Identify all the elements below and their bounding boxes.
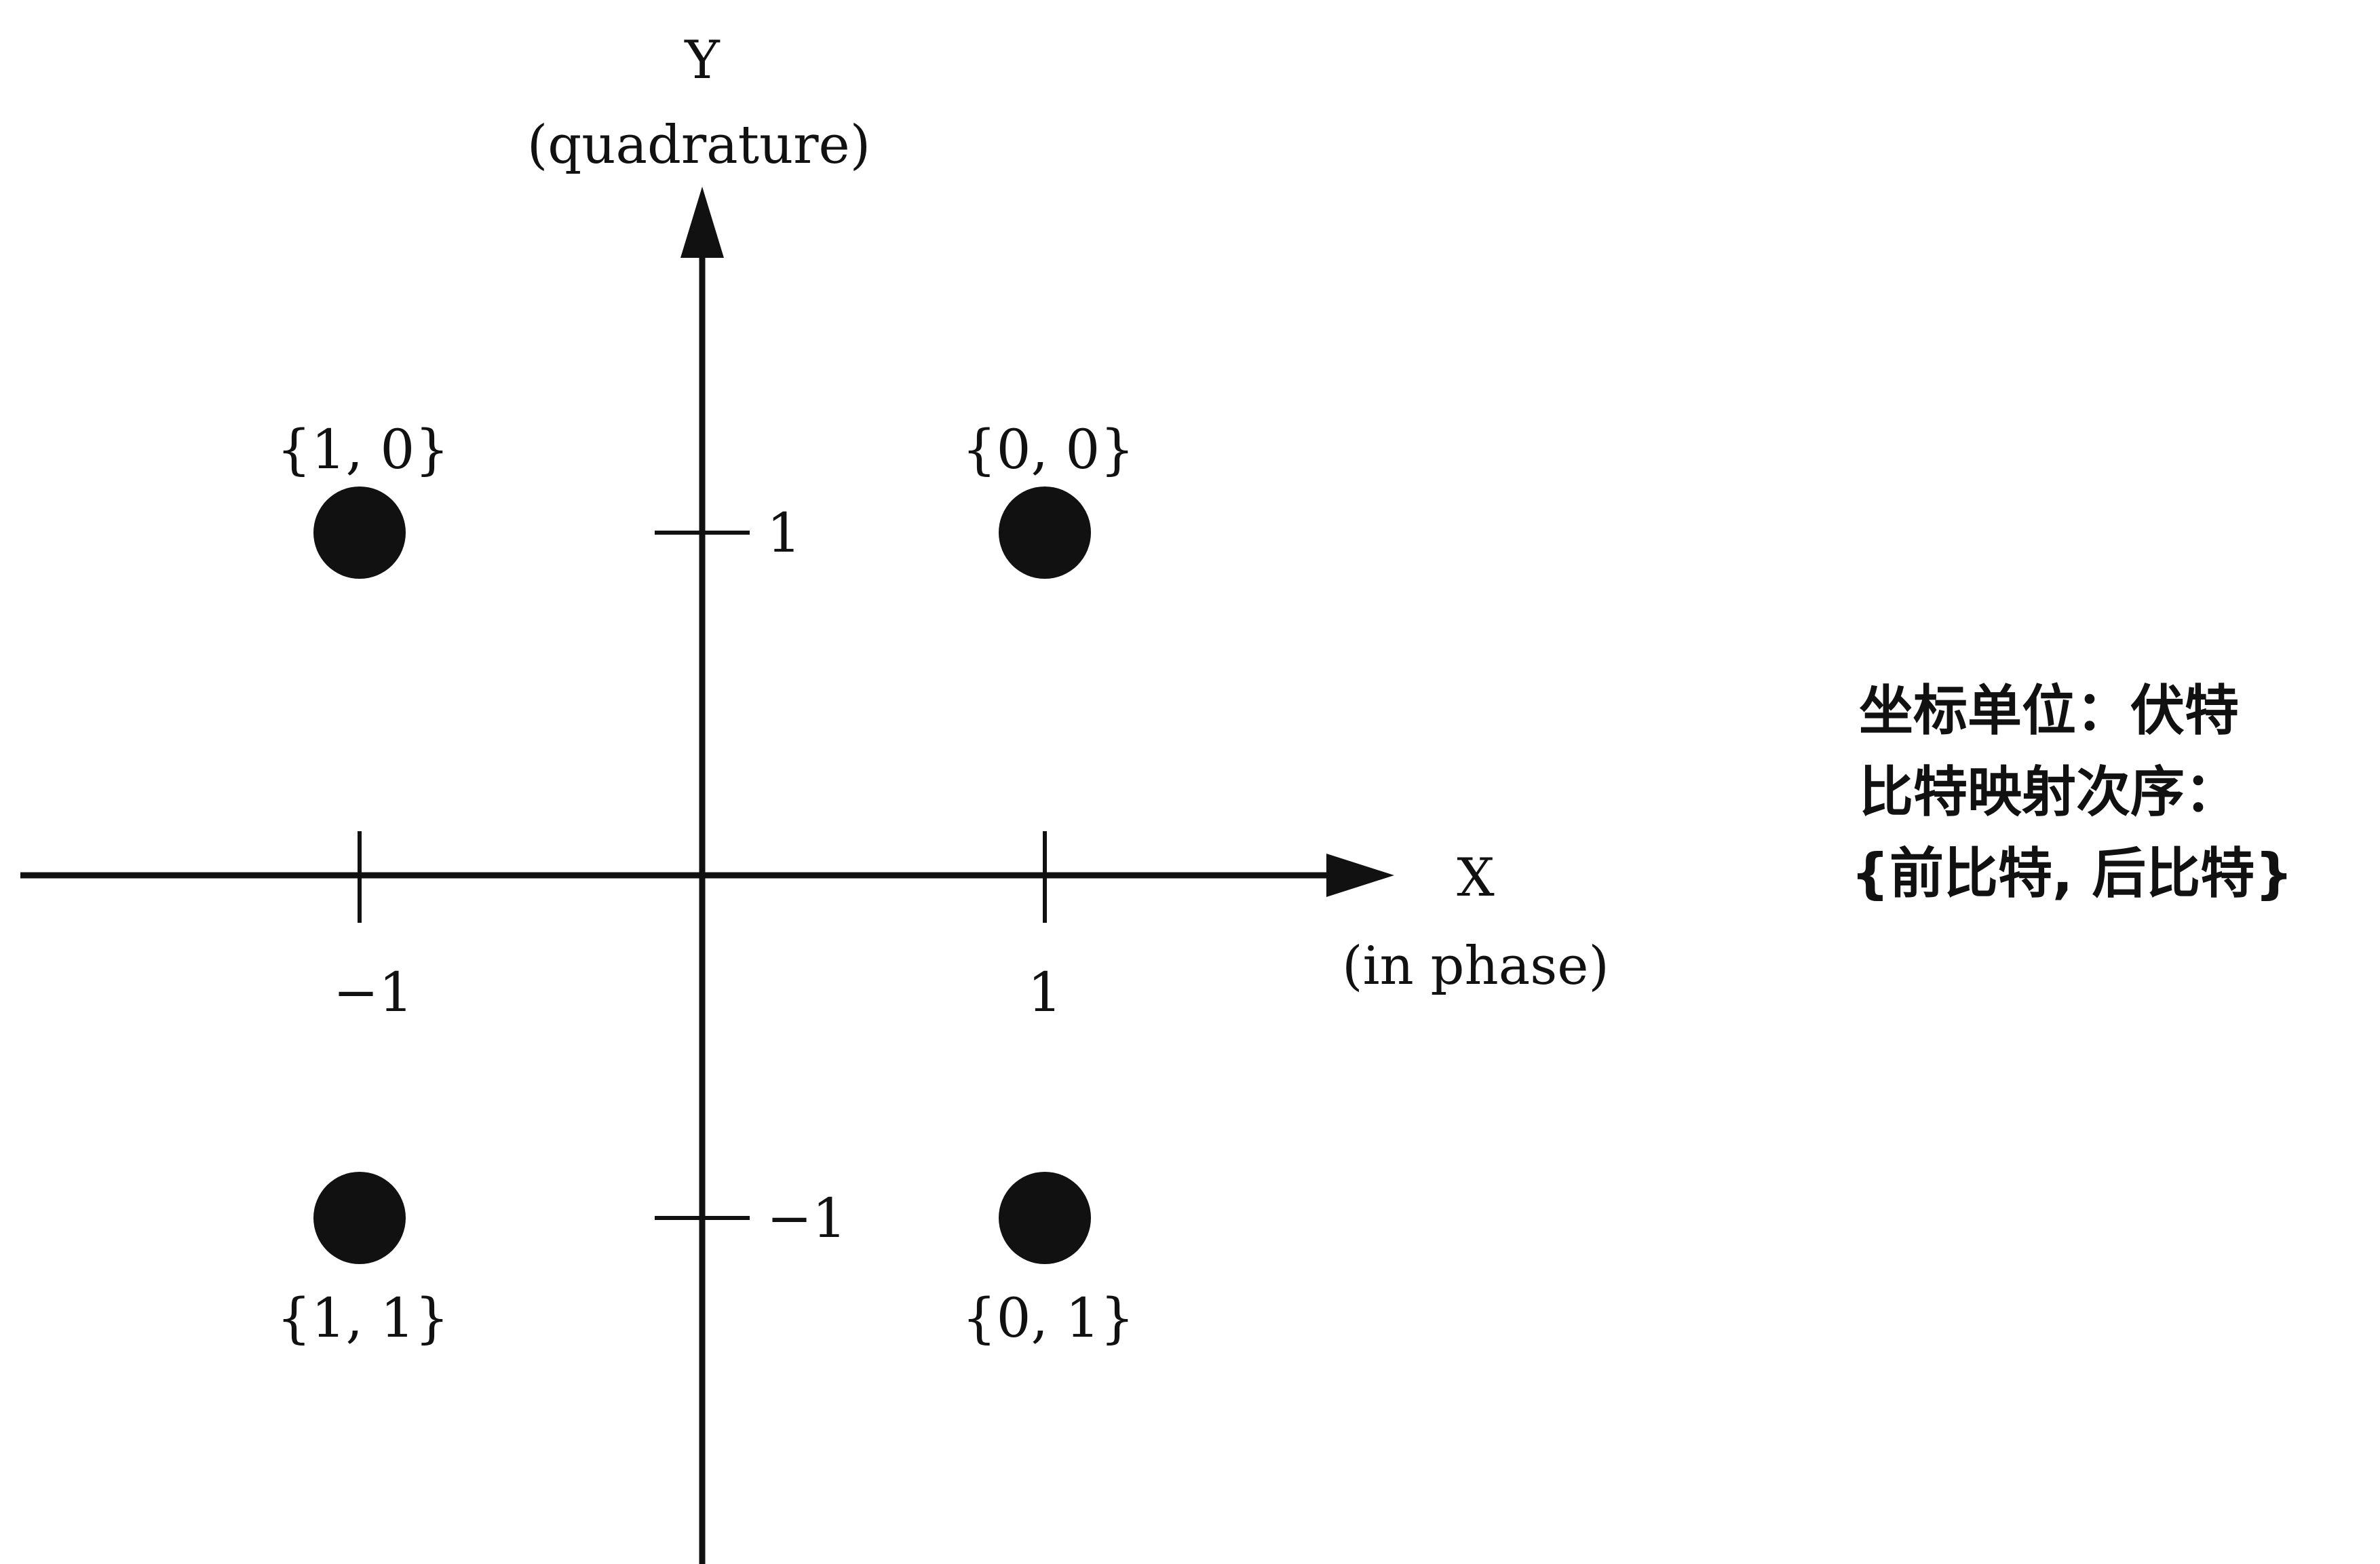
y-tick-label: 1 [767, 501, 801, 565]
bit-order-note: 比特映射次序： [1859, 761, 2239, 824]
bit-order-value: {前比特, 后比特} [1851, 842, 2293, 905]
y-axis-caption: (quadrature) [527, 115, 870, 176]
x-tick-label: 1 [1028, 961, 1062, 1024]
constellation-point-label: {1, 1} [277, 1286, 449, 1350]
constellation-point-label: {1, 0} [277, 418, 449, 481]
constellation-points: {1, 0} {0, 0} {1, 1} {0, 1} [277, 418, 1134, 1350]
y-axis-ticks: 1 −1 [655, 501, 847, 1250]
constellation-point-label: {0, 1} [962, 1286, 1134, 1350]
x-axis-ticks: −1 1 [333, 831, 1062, 1024]
unit-note: 坐标单位：伏特 [1859, 679, 2239, 742]
constellation-point-label: {0, 0} [962, 418, 1134, 481]
constellation-point [313, 1172, 406, 1264]
x-axis-name: X [1457, 847, 1495, 909]
y-axis-name: Y [684, 30, 721, 91]
constellation-point [313, 487, 406, 579]
x-axis-arrowhead [1326, 854, 1394, 897]
y-tick-label: −1 [767, 1187, 847, 1250]
x-axis-caption: (in phase) [1342, 936, 1609, 997]
constellation-point [999, 487, 1091, 579]
constellation-point [999, 1172, 1091, 1264]
y-axis-arrowhead [680, 187, 724, 258]
x-tick-label: −1 [333, 961, 413, 1024]
